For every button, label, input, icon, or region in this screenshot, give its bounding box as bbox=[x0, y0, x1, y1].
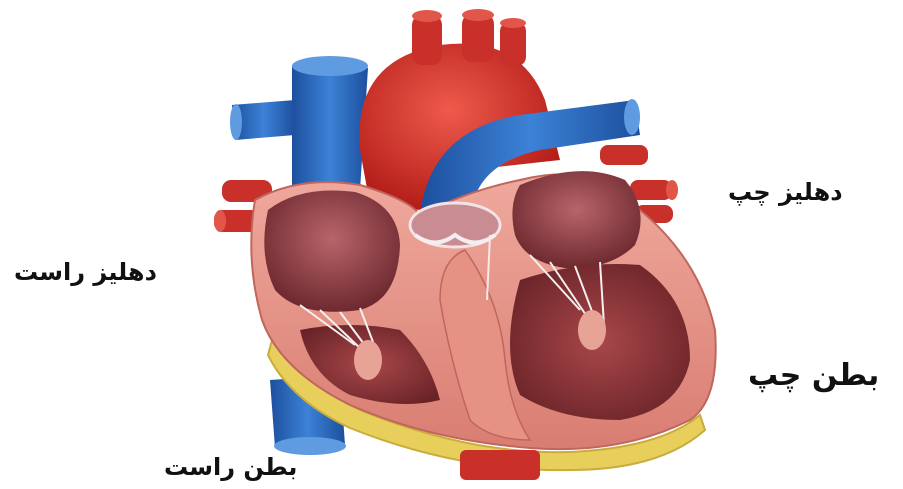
descending-vessel bbox=[460, 450, 540, 480]
label-right-ventricle: بطن راست bbox=[164, 455, 297, 479]
label-right-atrium: دهلیز راست bbox=[14, 260, 157, 284]
valve-leaflets bbox=[410, 203, 500, 247]
left-atrium-chamber bbox=[512, 171, 640, 268]
superior-vena-cava bbox=[230, 56, 368, 195]
right-atrium-chamber bbox=[264, 190, 400, 311]
label-left-ventricle: بطن چپ bbox=[748, 361, 879, 391]
label-left-atrium: دهلیز چپ bbox=[728, 180, 843, 204]
